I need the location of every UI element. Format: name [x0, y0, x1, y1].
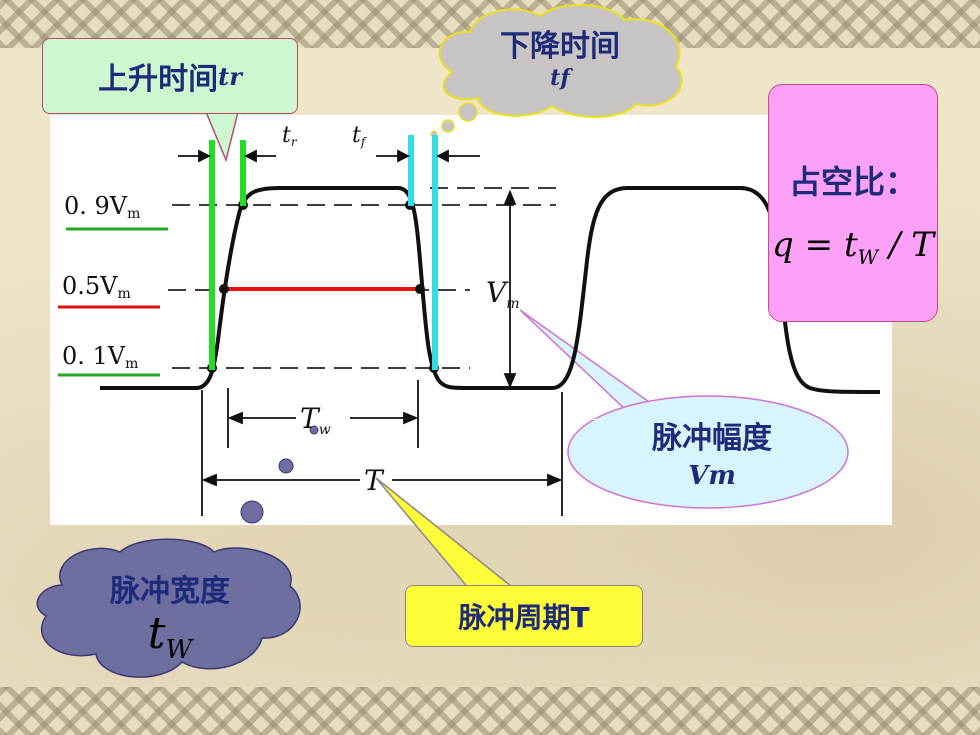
rise-50-point	[219, 284, 229, 294]
pulse-width-symbol: tW	[147, 607, 193, 665]
period-callout-pointer	[375, 477, 519, 591]
tf-label: tf	[352, 123, 368, 149]
amplitude-symbol: Vm	[688, 461, 736, 491]
vm-label: Vm	[486, 276, 520, 312]
fall-50-point	[415, 284, 425, 294]
pulse-width-label: 脉冲宽度	[110, 573, 230, 609]
fall-time-cloud	[430, 4, 683, 138]
fall-time-symbol: tf	[550, 65, 570, 91]
duty-cycle-label: 占空比：	[788, 163, 917, 201]
pulse-width-cloud	[36, 425, 319, 678]
fall-time-label: 下降时间	[500, 29, 620, 64]
tw-label: Tw	[300, 402, 331, 438]
pulse-period-label: 脉冲周期T	[458, 601, 590, 634]
amplitude-callout-shape	[519, 309, 849, 509]
period-label: T	[364, 464, 385, 497]
level-50-label: 0.5Vm	[62, 272, 131, 302]
level-90-label: 0. 9Vm	[64, 192, 140, 222]
vm-dimension-arrow	[503, 189, 517, 389]
duty-cycle-callout: 占空比： q = tW / T	[768, 84, 938, 322]
duty-cycle-formula: q = tW / T	[772, 225, 934, 269]
tw-dimension-arrow	[227, 380, 419, 448]
rise-time-label: 上升时间	[98, 62, 219, 97]
level-10-label: 0. 1Vm	[62, 342, 138, 372]
tr-label: tr	[282, 123, 298, 149]
tr-dimension-arrows	[178, 149, 276, 163]
period-dimension-arrow	[201, 390, 563, 516]
fall-time-callout: 下降时间 tf	[430, 2, 690, 110]
pulse-period-callout: 脉冲周期T	[405, 585, 643, 647]
bottom-border	[0, 687, 980, 735]
amplitude-callout: 脉冲幅度 Vm	[572, 394, 852, 510]
pulse-width-callout: 脉冲宽度 tW	[40, 550, 300, 680]
tf-dimension-arrows	[376, 149, 480, 163]
amplitude-label: 脉冲幅度	[652, 421, 772, 456]
rise-time-symbol: tr	[218, 61, 242, 91]
